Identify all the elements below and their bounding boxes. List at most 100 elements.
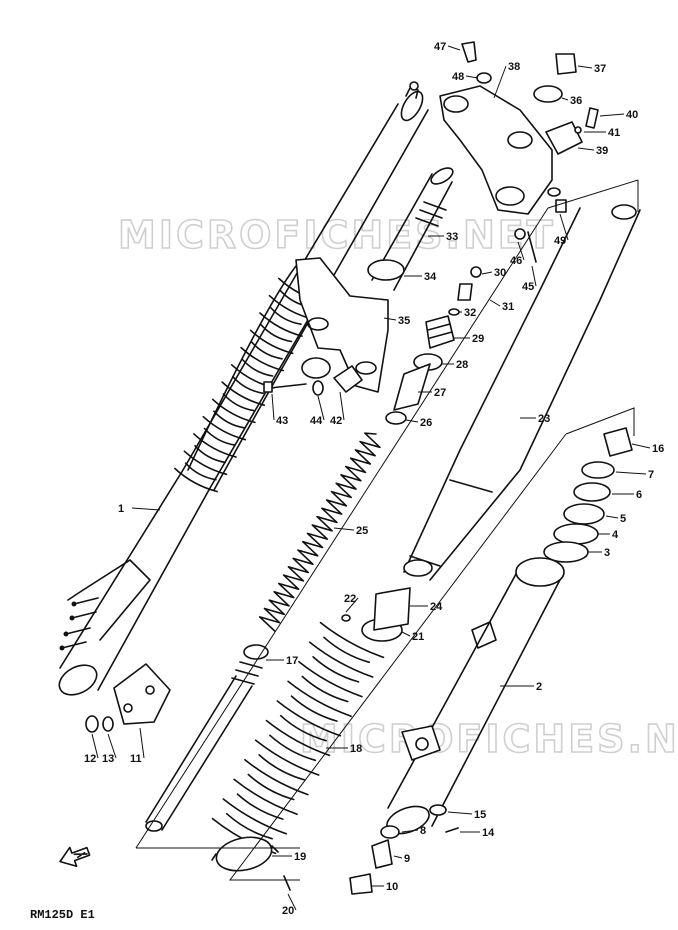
part-label-33: 33: [446, 231, 458, 243]
boot-clamp-part-19: [211, 836, 279, 872]
bolt-head-part-43: [263, 381, 273, 393]
screw-part-22: [341, 614, 351, 622]
leader-line-part-15: [447, 811, 473, 815]
leader-line-part-22: [345, 597, 359, 613]
valve-part-31: [457, 283, 473, 301]
model-code-caption: RM125D E1: [30, 908, 95, 922]
damper-rod-part-17: [145, 644, 269, 832]
leader-line-part-42: [339, 391, 345, 421]
left-fork-leg: [58, 81, 429, 696]
cap-bolt-part-29: [425, 315, 455, 349]
leader-line-part-26: [405, 419, 419, 423]
part-label-24: 24: [430, 601, 443, 613]
washer-part-48-top: [476, 72, 492, 84]
part-label-9: 9: [404, 853, 410, 865]
leader-line-part-30: [481, 271, 493, 275]
washer-part-26: [385, 411, 407, 425]
part-label-39: 39: [596, 145, 608, 157]
part-label-21: 21: [412, 631, 424, 643]
dust-cap-part-16: [603, 427, 633, 457]
part-label-17: 17: [286, 655, 298, 667]
part-label-14: 14: [482, 827, 495, 839]
washer-part-36: [533, 85, 563, 103]
part-label-37: 37: [594, 63, 606, 75]
leader-line-part-48: [465, 75, 479, 79]
washer-part-4: [553, 523, 599, 545]
part-label-43: 43: [276, 415, 288, 427]
leader-line-part-13: [107, 733, 117, 759]
washer-part-41: [574, 126, 582, 134]
seal-part-5: [563, 503, 605, 525]
part-label-38: 38: [508, 61, 520, 73]
watermark-top: MICROFICHES.NET: [118, 213, 556, 257]
part-label-25: 25: [356, 525, 368, 537]
part-label-40: 40: [626, 109, 638, 121]
circlip-part-7: [581, 461, 615, 479]
watermark-bottom: MICROFICHES.NET: [300, 717, 678, 761]
bolt-part-47: [461, 41, 477, 63]
part-label-34: 34: [424, 271, 437, 283]
leader-line-part-21: [401, 631, 411, 637]
washer-part-13: [102, 716, 114, 732]
part-label-3: 3: [604, 547, 610, 559]
part-label-36: 36: [570, 95, 582, 107]
nut-part-37: [555, 53, 577, 75]
nut-part-12: [85, 715, 99, 733]
fork-spring-part-25: [258, 432, 381, 632]
leader-line-part-38: [493, 65, 507, 99]
part-label-15: 15: [474, 809, 486, 821]
washer-part-44: [312, 380, 324, 396]
screw-part-14: [445, 827, 459, 833]
part-label-46: 46: [510, 255, 522, 267]
part-label-42: 42: [330, 415, 342, 427]
part-label-44: 44: [310, 415, 323, 427]
part-label-8: 8: [420, 825, 426, 837]
spacer-part-27: [393, 363, 431, 411]
part-label-30: 30: [494, 267, 506, 279]
front-direction-arrow-icon: [59, 846, 91, 868]
part-label-48: 48: [452, 71, 464, 83]
leader-line-part-25: [333, 527, 355, 531]
leader-line-part-35: [383, 317, 397, 321]
ring-part-6: [573, 482, 611, 502]
o-ring-part-32: [448, 308, 460, 316]
leader-line-part-37: [577, 65, 593, 69]
leader-line-part-43: [271, 393, 275, 421]
pin-part-46: [514, 228, 526, 240]
clamp-ring-part-42a: [301, 357, 331, 379]
part-label-28: 28: [456, 359, 468, 371]
leader-line-part-36: [561, 97, 569, 101]
washer-part-15: [429, 804, 447, 816]
inner-tube-part-23: [403, 204, 641, 581]
leader-line-part-40: [599, 113, 625, 117]
part-label-26: 26: [420, 417, 432, 429]
fork-boot-part-18: [211, 621, 385, 855]
bolt-part-9: [371, 839, 393, 869]
part-label-41: 41: [608, 127, 620, 139]
part-label-47: 47: [434, 41, 446, 53]
nut-part-10: [349, 873, 373, 895]
part-label-35: 35: [398, 315, 410, 327]
leader-line-part-49: [559, 213, 569, 241]
clamp-part-42: [333, 365, 363, 393]
leader-line-part-9: [393, 855, 403, 859]
part-label-27: 27: [434, 387, 446, 399]
part-label-7: 7: [648, 469, 654, 481]
bolt-part-43: [269, 383, 307, 389]
leader-line-part-47: [447, 45, 461, 51]
part-label-18: 18: [350, 743, 362, 755]
leader-line-part-39: [577, 147, 595, 151]
top-bracket-part-38: [439, 85, 553, 215]
part-label-19: 19: [294, 851, 306, 863]
cap-part-30: [470, 266, 482, 278]
leader-line-part-46: [517, 241, 525, 261]
leader-line-part-44: [317, 395, 325, 421]
part-label-29: 29: [472, 333, 484, 345]
part-label-10: 10: [386, 881, 398, 893]
clamp-part-39: [545, 121, 583, 155]
leader-line-part-31: [489, 299, 501, 307]
part-label-6: 6: [636, 489, 642, 501]
part-label-1: 1: [118, 503, 124, 515]
leader-line-part-1: [131, 507, 161, 511]
leader-line-part-45: [531, 265, 537, 287]
